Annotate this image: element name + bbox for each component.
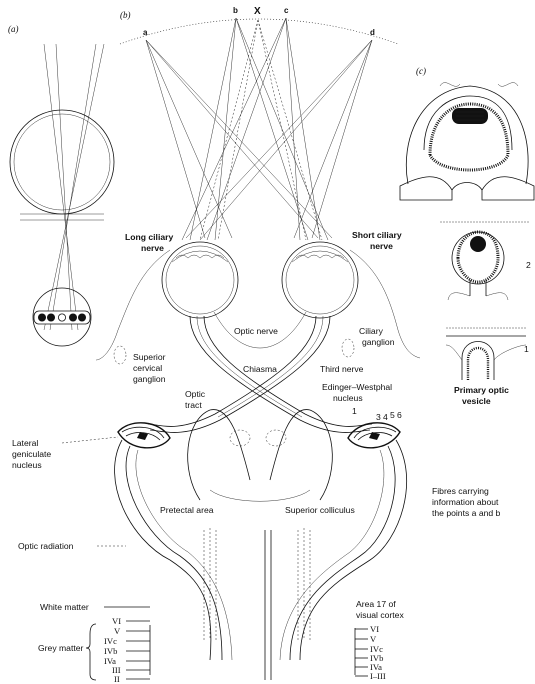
- lgn-leader: [62, 437, 118, 443]
- right-layer-labels: VI V IVc IVb IVa I–III: [355, 624, 386, 681]
- primary-optic-label: vesicle: [462, 396, 491, 406]
- layer-label: IVb: [104, 646, 117, 656]
- panel-a: (a): [8, 24, 114, 346]
- lgn-layer-number: 3: [376, 412, 381, 422]
- point-b-label: b: [233, 6, 238, 15]
- grey-matter-brace: [86, 624, 96, 680]
- lgn-label: nucleus: [12, 460, 42, 470]
- grey-matter-label: Grey matter: [38, 643, 84, 653]
- fibre-dot: [38, 314, 46, 322]
- point-d-label: d: [370, 28, 375, 37]
- stage-2-label: 2: [526, 260, 531, 270]
- ciliary-ganglion: [342, 339, 354, 357]
- edinger-label: nucleus: [333, 393, 363, 403]
- area17-label: Area 17 of: [356, 599, 396, 609]
- optic-tract-label: tract: [185, 400, 202, 410]
- lgn-label: geniculate: [12, 449, 51, 459]
- long-ciliary-nerve: [96, 250, 170, 360]
- superior-cervical-label: ganglion: [133, 374, 166, 384]
- colliculus-outline: [270, 410, 332, 500]
- optic-nerve-label: Optic nerve: [234, 326, 278, 336]
- short-ciliary-label: Short ciliary: [352, 230, 402, 240]
- labels: Long ciliary nerve Short ciliary nerve O…: [12, 230, 501, 680]
- fibre-dot: [78, 314, 86, 322]
- long-ciliary-label: nerve: [141, 243, 164, 253]
- lgn-layer-number: 4: [383, 412, 388, 422]
- rays-right-eye: [146, 18, 372, 240]
- right-lgn: [348, 423, 400, 448]
- primary-optic-label: Primary optic: [454, 385, 509, 395]
- layer-label: VI: [370, 624, 379, 634]
- colliculus-label: Superior colliculus: [285, 505, 355, 515]
- third-nerve-label: Third nerve: [320, 364, 364, 374]
- layer-label: VI: [112, 616, 121, 626]
- rays-left-eye: [146, 18, 372, 240]
- point-c-label: c: [284, 6, 289, 15]
- layer-label: V: [114, 626, 121, 636]
- long-ciliary-label: Long ciliary: [125, 232, 173, 242]
- lgn-layer-number: 6: [397, 410, 402, 420]
- panel-a-label: (a): [8, 24, 19, 34]
- fibre-dot: [47, 314, 55, 322]
- panel-c: (c) 2: [400, 66, 534, 406]
- pretectal-label: Pretectal area: [160, 505, 214, 515]
- optic-radiation-label: Optic radiation: [18, 541, 74, 551]
- chiasma-label: Chiasma: [243, 364, 277, 374]
- superior-cervical-label: cervical: [133, 363, 162, 373]
- layer-label: I–III: [370, 671, 386, 681]
- lgn-layer-number: 1: [352, 406, 357, 416]
- lgn-label: Lateral: [12, 438, 38, 448]
- pretectal-outline: [188, 410, 250, 500]
- commissure-line: [210, 490, 310, 501]
- fibres-label: the points a and b: [432, 508, 501, 518]
- embryo-eye-stage-1: 1 Primary optic vesicle: [446, 328, 529, 406]
- fibre-dot: [69, 314, 77, 322]
- ray-line: [56, 44, 72, 330]
- superior-cervical-ganglion: [114, 346, 126, 364]
- eyeball-circle: [10, 110, 114, 214]
- embryo-eye-stage-3: [400, 83, 534, 200]
- panel-b-label: (b): [120, 10, 131, 20]
- left-layer-labels: VI V IVc IVb IVa III II: [104, 616, 150, 684]
- ray-line: [44, 44, 104, 330]
- ciliary-ganglion-label: Ciliary: [359, 326, 384, 336]
- left-optic-radiation: [115, 440, 232, 660]
- embryo-eye-stage-2: 2: [440, 222, 531, 300]
- left-eye: [162, 242, 238, 318]
- white-matter-label: White matter: [40, 602, 89, 612]
- optic-tract-label: Optic: [185, 389, 206, 399]
- fibres-label: Fibres carrying: [432, 486, 489, 496]
- edinger-westphal-nucleus: [266, 430, 286, 446]
- ciliary-ganglion-label: ganglion: [362, 337, 395, 347]
- superior-cervical-label: Superior: [133, 352, 166, 362]
- visual-field-arc: [120, 19, 398, 44]
- layer-label: V: [370, 634, 377, 644]
- right-eye: [282, 242, 358, 318]
- panel-c-label: (c): [416, 66, 426, 76]
- stage-1-label: 1: [524, 344, 529, 354]
- edinger-label: Edinger–Westphal: [322, 382, 392, 392]
- area17-label: visual cortex: [356, 610, 404, 620]
- lgn-layer-number: 5: [390, 410, 395, 420]
- layer-label: IVc: [104, 636, 117, 646]
- layer-label: II: [114, 674, 120, 684]
- fibre-dot: [58, 314, 65, 321]
- point-x-label: X: [254, 6, 261, 17]
- left-lgn: [118, 423, 170, 448]
- right-optic-radiation: [280, 440, 407, 660]
- short-ciliary-label: nerve: [370, 241, 393, 251]
- fibres-label: information about: [432, 497, 499, 507]
- point-a-label: a: [143, 28, 148, 37]
